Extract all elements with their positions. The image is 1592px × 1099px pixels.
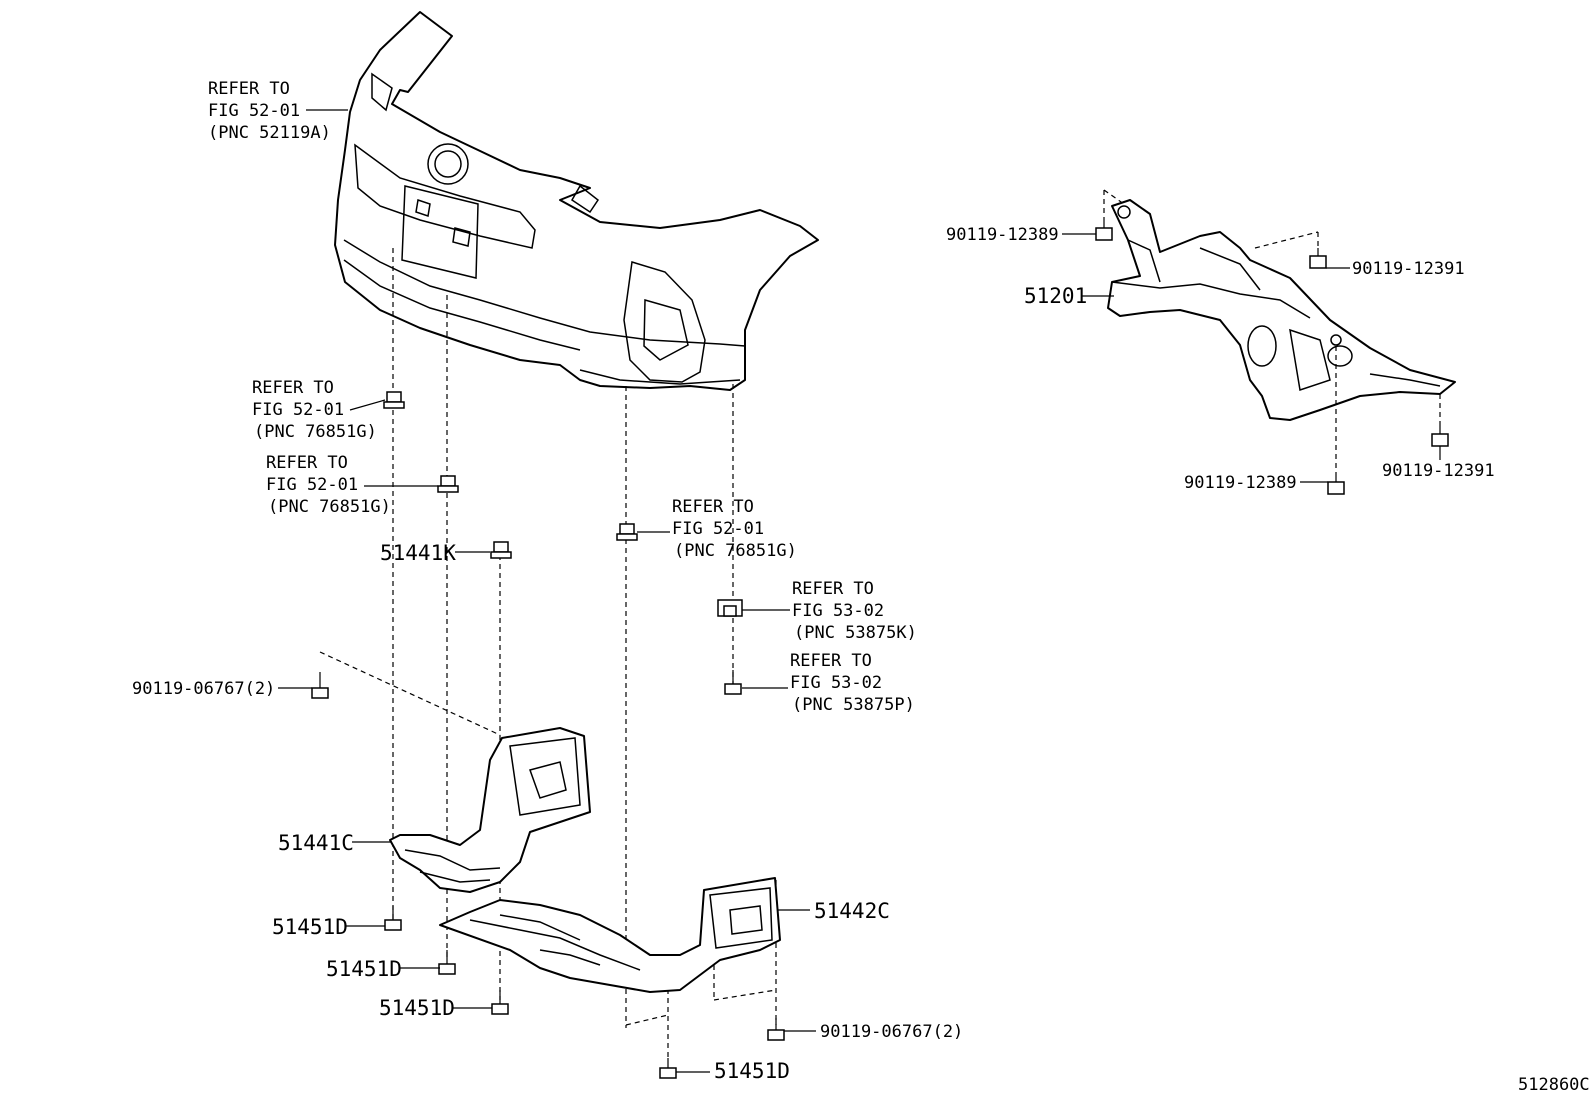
clip-ref-3-line1: REFER TO bbox=[672, 497, 754, 517]
part-90119-12389-top: 90119-12389 bbox=[946, 225, 1059, 245]
clip-icon bbox=[383, 391, 405, 409]
part-51451D-1: 51451D bbox=[272, 915, 348, 939]
part-90119-12391-top: 90119-12391 bbox=[1352, 259, 1465, 279]
screw-icon bbox=[724, 670, 742, 695]
part-90119-06767-left: 90119-06767(2) bbox=[132, 679, 275, 699]
bumper-ref-line3: (PNC 52119A) bbox=[208, 123, 331, 143]
part-51451D-2: 51451D bbox=[326, 957, 402, 981]
clip-ref-1-line1: REFER TO bbox=[252, 378, 334, 398]
bolt-icon bbox=[1431, 422, 1449, 447]
figure-code: 512860C bbox=[1518, 1075, 1590, 1095]
clip-icon bbox=[616, 523, 638, 541]
bolt-icon bbox=[384, 906, 402, 931]
engine-under-cover bbox=[389, 727, 781, 993]
bolt-icon bbox=[1095, 218, 1113, 241]
bolt-icon bbox=[438, 950, 456, 975]
clip-ref-1-line3: (PNC 76851G) bbox=[254, 422, 377, 442]
clip-ref-2-line2: FIG 52-01 bbox=[266, 475, 358, 495]
part-51442C: 51442C bbox=[814, 899, 890, 923]
clip-ref-2-line3: (PNC 76851G) bbox=[268, 497, 391, 517]
part-51441C: 51441C bbox=[278, 831, 354, 855]
clip-icon bbox=[437, 475, 459, 493]
bolt-icon bbox=[659, 1058, 677, 1079]
clip-icon bbox=[490, 541, 512, 559]
nut-ref-line2: FIG 53-02 bbox=[792, 601, 884, 621]
bolt-icon bbox=[491, 990, 509, 1015]
crossmember-assembly-lines bbox=[1103, 189, 1441, 472]
bumper-ref-line1: REFER TO bbox=[208, 79, 290, 99]
part-51201: 51201 bbox=[1024, 284, 1087, 308]
part-51441K: 51441K bbox=[380, 541, 456, 565]
nut-icon bbox=[717, 599, 743, 617]
screw-ref-line2: FIG 53-02 bbox=[790, 673, 882, 693]
screw-ref-line3: (PNC 53875P) bbox=[792, 695, 915, 715]
bolt-icon bbox=[311, 672, 329, 699]
part-51451D-3: 51451D bbox=[379, 996, 455, 1020]
front-crossmember bbox=[1107, 199, 1456, 421]
part-90119-12391-bottom: 90119-12391 bbox=[1382, 461, 1495, 481]
part-51451D-4: 51451D bbox=[714, 1059, 790, 1083]
part-90119-12389-bottom: 90119-12389 bbox=[1184, 473, 1297, 493]
clip-ref-3-line3: (PNC 76851G) bbox=[674, 541, 797, 561]
nut-ref-line3: (PNC 53875K) bbox=[794, 623, 917, 643]
front-bumper-cover bbox=[334, 11, 819, 391]
bolt-icon bbox=[1309, 248, 1327, 269]
bolt-icon bbox=[767, 1018, 785, 1041]
bolt-icon bbox=[1327, 472, 1345, 495]
part-90119-06767-right: 90119-06767(2) bbox=[820, 1022, 963, 1042]
clip-ref-2-line1: REFER TO bbox=[266, 453, 348, 473]
clip-ref-1-line2: FIG 52-01 bbox=[252, 400, 344, 420]
clip-ref-1-leader bbox=[349, 399, 386, 411]
bumper-ref-line2: FIG 52-01 bbox=[208, 101, 300, 121]
screw-ref-line1: REFER TO bbox=[790, 651, 872, 671]
clip-ref-3-line2: FIG 52-01 bbox=[672, 519, 764, 539]
nut-ref-line1: REFER TO bbox=[792, 579, 874, 599]
